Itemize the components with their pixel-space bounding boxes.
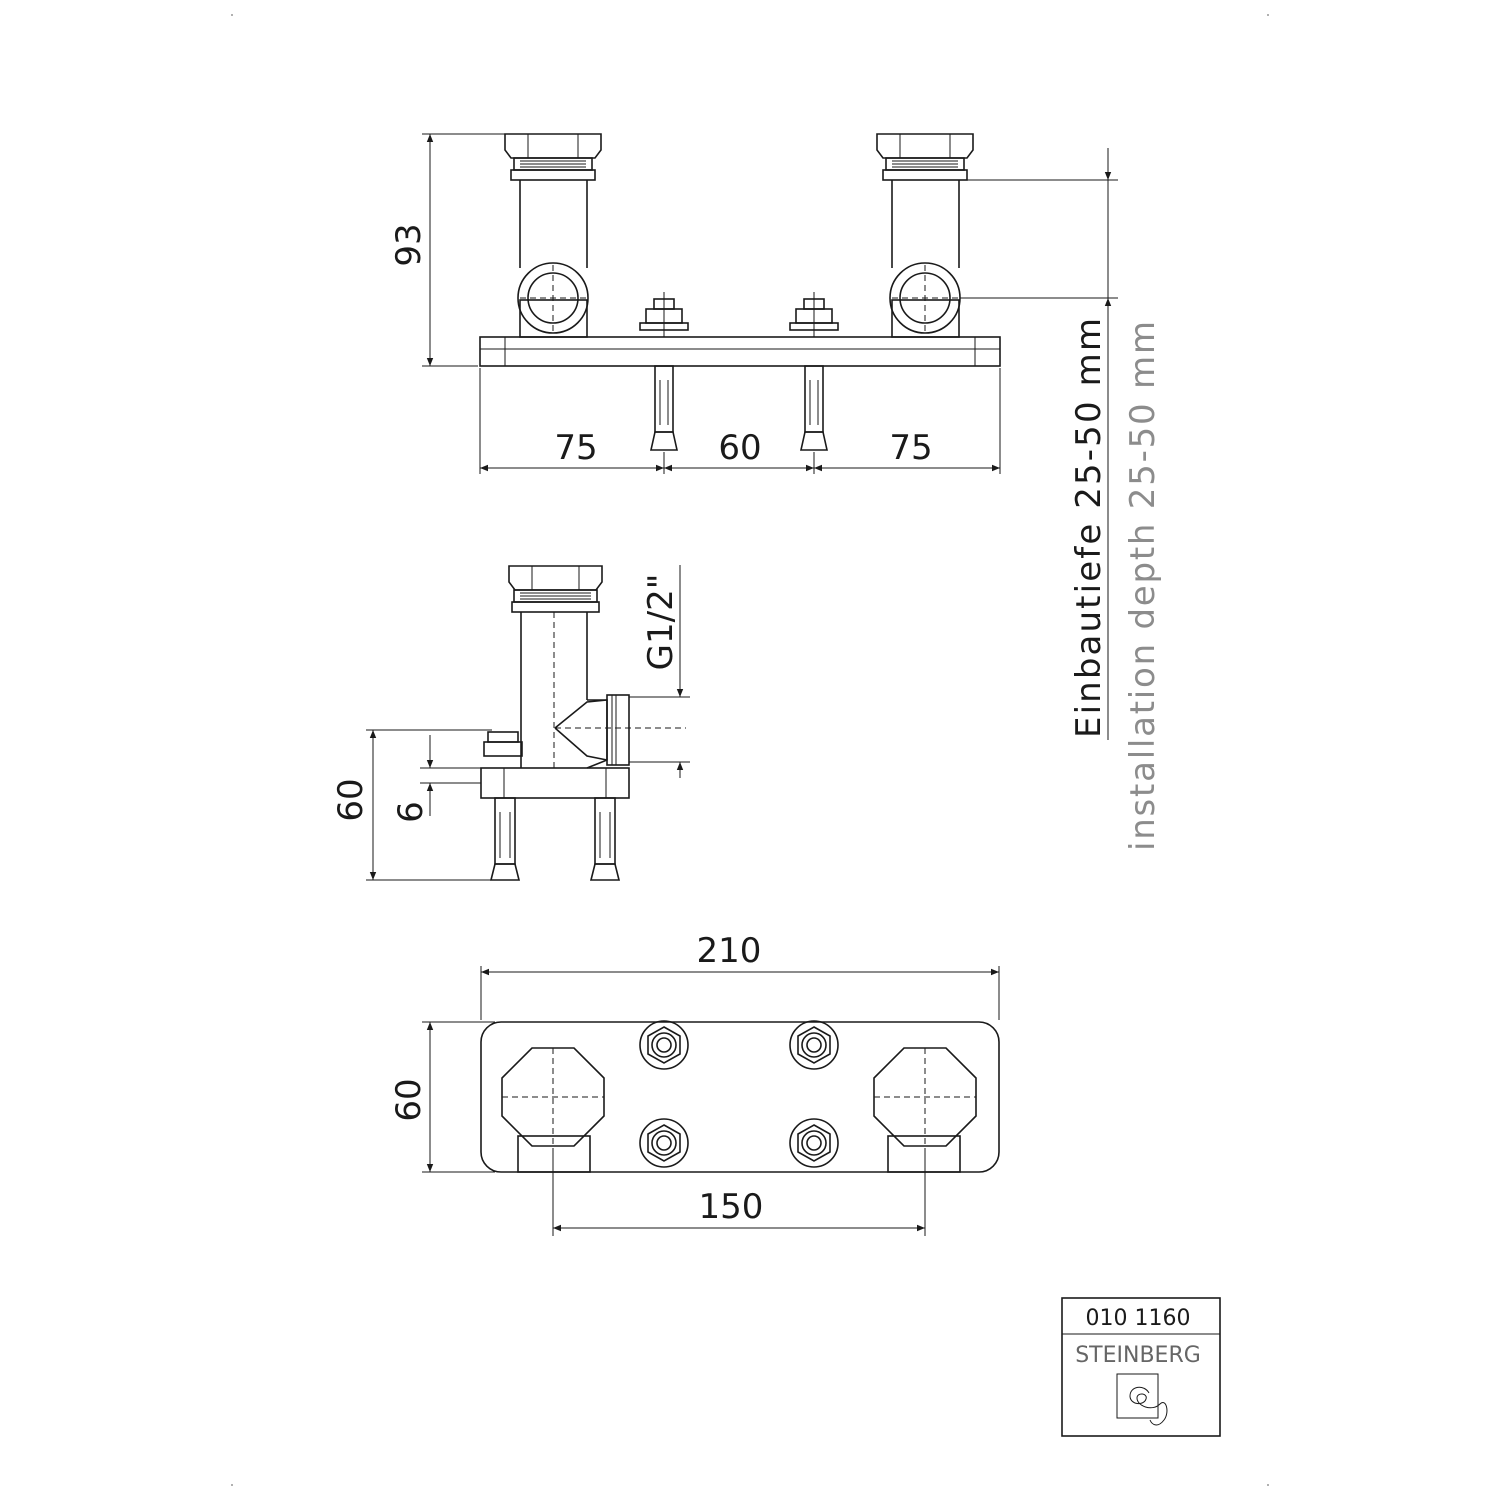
brand-name: STEINBERG <box>1075 1343 1201 1368</box>
dim-side-plate: 6 <box>391 801 431 823</box>
top-view: 210 60 150 <box>389 931 1000 1236</box>
bolt-bottom-right <box>789 1118 839 1168</box>
left-bolt <box>639 292 689 451</box>
right-bolt <box>789 292 839 451</box>
dim-top-height: 60 <box>389 1078 429 1121</box>
dim-front-height: 93 <box>389 223 429 266</box>
dim-front-left: 75 <box>554 428 597 468</box>
dim-side-thread: G1/2" <box>641 574 681 671</box>
steinberg-logo-icon <box>1116 1373 1168 1426</box>
bolt-bottom-left <box>639 1118 689 1168</box>
article-number: 010 1160 <box>1086 1306 1191 1331</box>
dim-side-height: 60 <box>331 778 371 821</box>
left-riser <box>504 133 602 338</box>
bolt-top-right <box>789 1020 839 1070</box>
bolt-top-left <box>639 1020 689 1070</box>
dim-front-right: 75 <box>889 428 932 468</box>
right-riser <box>876 133 974 338</box>
title-block: 010 1160 STEINBERG <box>1061 1297 1221 1437</box>
dim-top-spacing: 150 <box>699 1187 764 1227</box>
corner-marks <box>231 14 1269 1486</box>
dim-top-width: 210 <box>697 931 762 971</box>
side-view: G1/2" 60 6 <box>331 565 690 881</box>
dim-front-middle: 60 <box>718 428 761 468</box>
front-view: 93 75 60 75 <box>389 133 1118 474</box>
installation-depth-german: Einbautiefe 25-50 mm <box>1069 318 1109 738</box>
installation-depth-english: installation depth 25-50 mm <box>1123 321 1163 851</box>
